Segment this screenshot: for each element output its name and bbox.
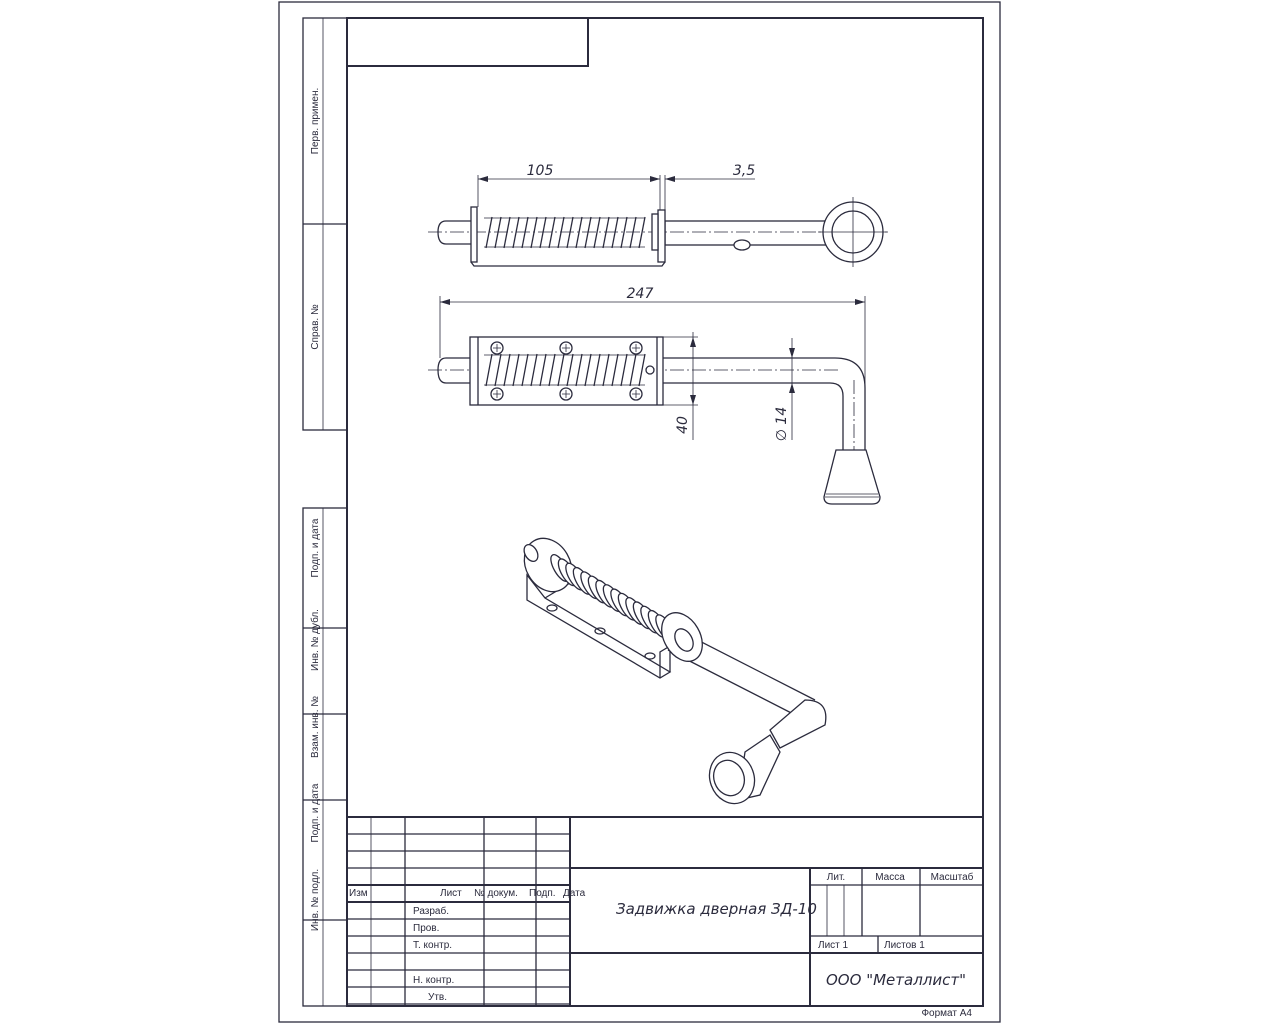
label-inv-podl: Инв. № подл. bbox=[310, 869, 321, 931]
dim-diameter-14: ∅ 14 bbox=[774, 407, 790, 441]
spring-coil bbox=[584, 353, 592, 387]
spring-coil bbox=[530, 353, 538, 387]
label-n-kontr: Н. контр. bbox=[413, 975, 454, 986]
spring-outline bbox=[484, 217, 645, 248]
title-block: Изм Лист № докум. Подп. Дата Разраб. Про… bbox=[346, 816, 984, 1019]
spring-coil bbox=[512, 216, 520, 249]
format-label: Формат А4 bbox=[921, 1008, 972, 1019]
spring-coil bbox=[512, 353, 520, 387]
top-left-stamp-box bbox=[346, 17, 589, 67]
document-title: Задвижка дверная ЗД-10 bbox=[616, 900, 817, 918]
iso-knob bbox=[708, 751, 756, 805]
front-view: 247 40 ∅ 14 bbox=[428, 286, 881, 505]
side-strip: Перв. примен. Справ. № Подп. и дата Инв.… bbox=[302, 17, 348, 1007]
spring-coil bbox=[611, 353, 619, 387]
label-prov: Пров. bbox=[413, 923, 439, 934]
spring-coil bbox=[539, 353, 547, 387]
label-sheets: Листов 1 bbox=[884, 940, 925, 951]
label-podp-data-2: Подп. и дата bbox=[310, 783, 321, 842]
spring-coil bbox=[557, 353, 565, 387]
dim-105: 105 bbox=[527, 163, 554, 179]
spring-coil bbox=[629, 353, 637, 387]
spring-coil bbox=[638, 216, 646, 249]
spring-coil bbox=[593, 353, 601, 387]
hole-center-mark bbox=[632, 390, 640, 398]
spring-coil bbox=[521, 216, 529, 249]
spring-outline bbox=[484, 354, 645, 386]
label-masshtab: Масштаб bbox=[931, 871, 974, 883]
label-izm: Изм bbox=[349, 888, 368, 899]
spring-coil bbox=[566, 353, 574, 387]
label-perv-primen: Перв. примен. bbox=[310, 88, 321, 154]
label-utv: Утв. bbox=[428, 992, 447, 1003]
label-razrab: Разраб. bbox=[413, 905, 449, 917]
label-massa: Масса bbox=[875, 872, 905, 883]
dim-3-5: 3,5 bbox=[733, 163, 755, 179]
spring-coil bbox=[638, 353, 646, 387]
label-data: Дата bbox=[563, 888, 586, 899]
label-vzam-inv: Взам. инв. № bbox=[310, 696, 321, 758]
isometric-view bbox=[523, 537, 827, 805]
dim-247: 247 bbox=[627, 286, 654, 302]
spring-coil bbox=[566, 216, 574, 249]
company-name: ООО "Металлист" bbox=[826, 971, 966, 989]
spring-coil bbox=[593, 216, 601, 249]
spring-coil bbox=[557, 216, 565, 249]
spring-coil bbox=[602, 216, 610, 249]
label-t-kontr: Т. контр. bbox=[413, 940, 452, 951]
dim-40: 40 bbox=[675, 416, 691, 434]
spring-coil bbox=[611, 216, 619, 249]
label-sheet: Лист 1 bbox=[818, 940, 849, 951]
outer-border bbox=[278, 1, 1001, 1023]
label-podp: Подп. bbox=[529, 888, 556, 899]
top-view: 105 3,5 bbox=[428, 163, 890, 267]
spring-coil bbox=[503, 353, 511, 387]
spring-coil bbox=[494, 216, 502, 249]
spring-coil bbox=[602, 353, 610, 387]
hole-center-mark bbox=[493, 344, 501, 352]
spring-coil bbox=[503, 216, 511, 249]
label-sprav-no: Справ. № bbox=[310, 304, 321, 350]
label-inv-dubl: Инв. № дубл. bbox=[309, 609, 321, 671]
spring-coil bbox=[620, 353, 628, 387]
hole-center-mark bbox=[493, 390, 501, 398]
hole-center-mark bbox=[632, 344, 640, 352]
spring-coil bbox=[584, 216, 592, 249]
spring-coil bbox=[485, 353, 493, 387]
label-lit: Лит. bbox=[827, 872, 845, 883]
spring-coil bbox=[575, 216, 583, 249]
label-podp-data-1: Подп. и дата bbox=[310, 518, 321, 577]
hole-center-mark bbox=[562, 344, 570, 352]
spring-coil bbox=[494, 353, 502, 387]
spring-coil bbox=[575, 353, 583, 387]
hole-center-mark bbox=[562, 390, 570, 398]
spring-coil bbox=[629, 216, 637, 249]
label-list: Лист bbox=[440, 888, 462, 899]
spring-coil bbox=[530, 216, 538, 249]
spring-coil bbox=[521, 353, 529, 387]
knob bbox=[823, 449, 881, 505]
spring-coil bbox=[539, 216, 547, 249]
spring-coil bbox=[548, 216, 556, 249]
spring-coil bbox=[548, 353, 556, 387]
spring-coil bbox=[620, 216, 628, 249]
spring-coil bbox=[485, 216, 493, 249]
label-no-dokum: № докум. bbox=[474, 888, 518, 899]
inner-frame bbox=[346, 17, 984, 1007]
